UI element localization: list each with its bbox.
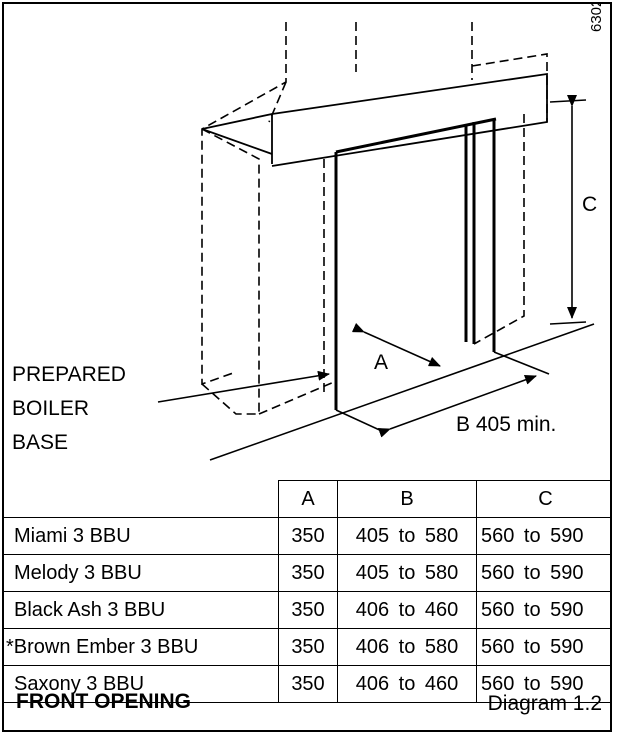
cell-b: 405 to 580 <box>337 517 477 555</box>
cell-b: 406 to 580 <box>337 628 477 666</box>
header-a: A <box>278 480 338 518</box>
dimension-label-c: C <box>582 193 598 216</box>
table-row: Saxony 3 BBU 350 406 to 460 560 to 590 <box>4 665 610 703</box>
cell-b: 406 to 460 <box>337 665 477 703</box>
cell-model: *Brown Ember 3 BBU <box>4 628 279 666</box>
dimension-label-a: A <box>374 351 389 374</box>
cell-a: 350 <box>278 517 338 555</box>
table-row: *Brown Ember 3 BBU 350 406 to 580 560 to… <box>4 628 610 666</box>
cell-c: 560 to 590 <box>476 665 610 703</box>
cell-c: 560 to 590 <box>476 628 610 666</box>
cell-model: Saxony 3 BBU <box>4 665 279 703</box>
dimension-arrows <box>157 95 587 438</box>
lintel <box>201 72 548 167</box>
fireplace-opening-drawing <box>157 22 595 461</box>
dimensions-table: A B C Miami 3 BBU 350 405 to 580 560 to … <box>4 480 610 703</box>
cell-b: 405 to 580 <box>337 554 477 592</box>
diagram-title: FRONT OPENING <box>16 690 192 713</box>
diagram-reference: Diagram 1.2 <box>487 692 602 715</box>
cell-a: 350 <box>278 554 338 592</box>
cell-c: 560 to 590 <box>476 591 610 629</box>
cell-a: 350 <box>278 591 338 629</box>
cell-c: 560 to 590 <box>476 517 610 555</box>
table-header-row: A B C <box>4 480 610 518</box>
opening-edges <box>334 117 497 410</box>
floor-lines <box>209 323 595 461</box>
table-row: Melody 3 BBU 350 405 to 580 560 to 590 <box>4 554 610 592</box>
cell-model: Black Ash 3 BBU <box>4 591 279 629</box>
callout-prepared: PREPARED <box>12 363 126 386</box>
header-c: C <box>476 480 610 518</box>
cell-a: 350 <box>278 628 338 666</box>
header-model <box>4 480 279 518</box>
drawing-number: 6302 <box>588 2 605 32</box>
cell-c: 560 to 590 <box>476 554 610 592</box>
table-row: Miami 3 BBU 350 405 to 580 560 to 590 <box>4 517 610 555</box>
cell-a: 350 <box>278 665 338 703</box>
cell-b: 406 to 460 <box>337 591 477 629</box>
dimension-label-b: B 405 min. <box>456 413 557 436</box>
callout-boiler: BOILER <box>12 397 90 420</box>
header-b: B <box>337 480 477 518</box>
callout-base: BASE <box>12 431 69 454</box>
cell-model: Melody 3 BBU <box>4 554 279 592</box>
table-row: Black Ash 3 BBU 350 406 to 460 560 to 59… <box>4 591 610 629</box>
cell-model: Miami 3 BBU <box>4 517 279 555</box>
